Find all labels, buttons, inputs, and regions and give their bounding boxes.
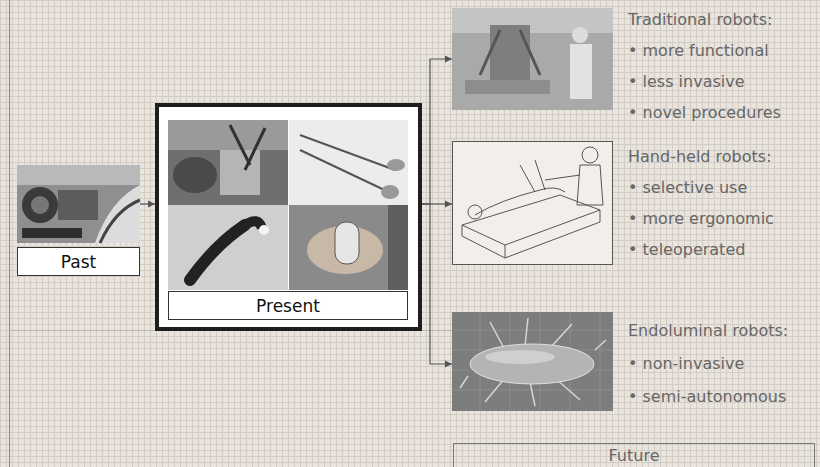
branch-heading: Traditional robots: [628,4,772,35]
bullet-item: • non-invasive [628,347,744,380]
branch-heading: Endoluminal robots: [628,314,788,347]
stage-label: Past [61,252,96,272]
text-column: Hand-held robots:• selective use• more e… [628,141,815,265]
flow-arrow [422,204,452,364]
past-photo [17,165,140,243]
branch-panel: Endoluminal robots:• non-invasive• semi-… [452,312,815,411]
stage-frame: Present [155,103,422,331]
branch-panel: Traditional robots:• more functional• le… [452,8,815,110]
stage-label: Present [256,296,320,316]
stage-band: Future [453,443,815,467]
bullet-item: • more ergonomic [628,203,774,234]
arrow-head [148,201,155,208]
text-column: Traditional robots:• more functional• le… [628,4,815,128]
bullet-item: • more functional [628,35,769,66]
caption-box: Past [17,247,140,276]
bullet-item: • selective use [628,172,747,203]
branch-heading: Hand-held robots: [628,141,772,172]
arrow-head [445,201,452,208]
endoluminal-robot-image [452,312,613,411]
caption-box: Present [168,291,408,320]
stage-box: Past [17,165,140,276]
traditional-robot-photo [452,8,613,110]
hand-held-robot-drawing [453,142,613,265]
frame-line [9,0,10,467]
present-photos [159,107,418,327]
bullet-item: • less invasive [628,66,745,97]
flow-arrow [422,59,452,204]
stage-label: Future [609,446,660,465]
arrow-head [445,56,452,63]
text-column: Endoluminal robots:• non-invasive• semi-… [628,314,815,413]
bullet-item: • novel procedures [628,97,781,128]
arrow-head [445,361,452,368]
bullet-item: • teleoperated [628,234,745,265]
bullet-item: • semi-autonomous [628,380,786,413]
branch-panel: Hand-held robots:• selective use• more e… [452,141,815,265]
